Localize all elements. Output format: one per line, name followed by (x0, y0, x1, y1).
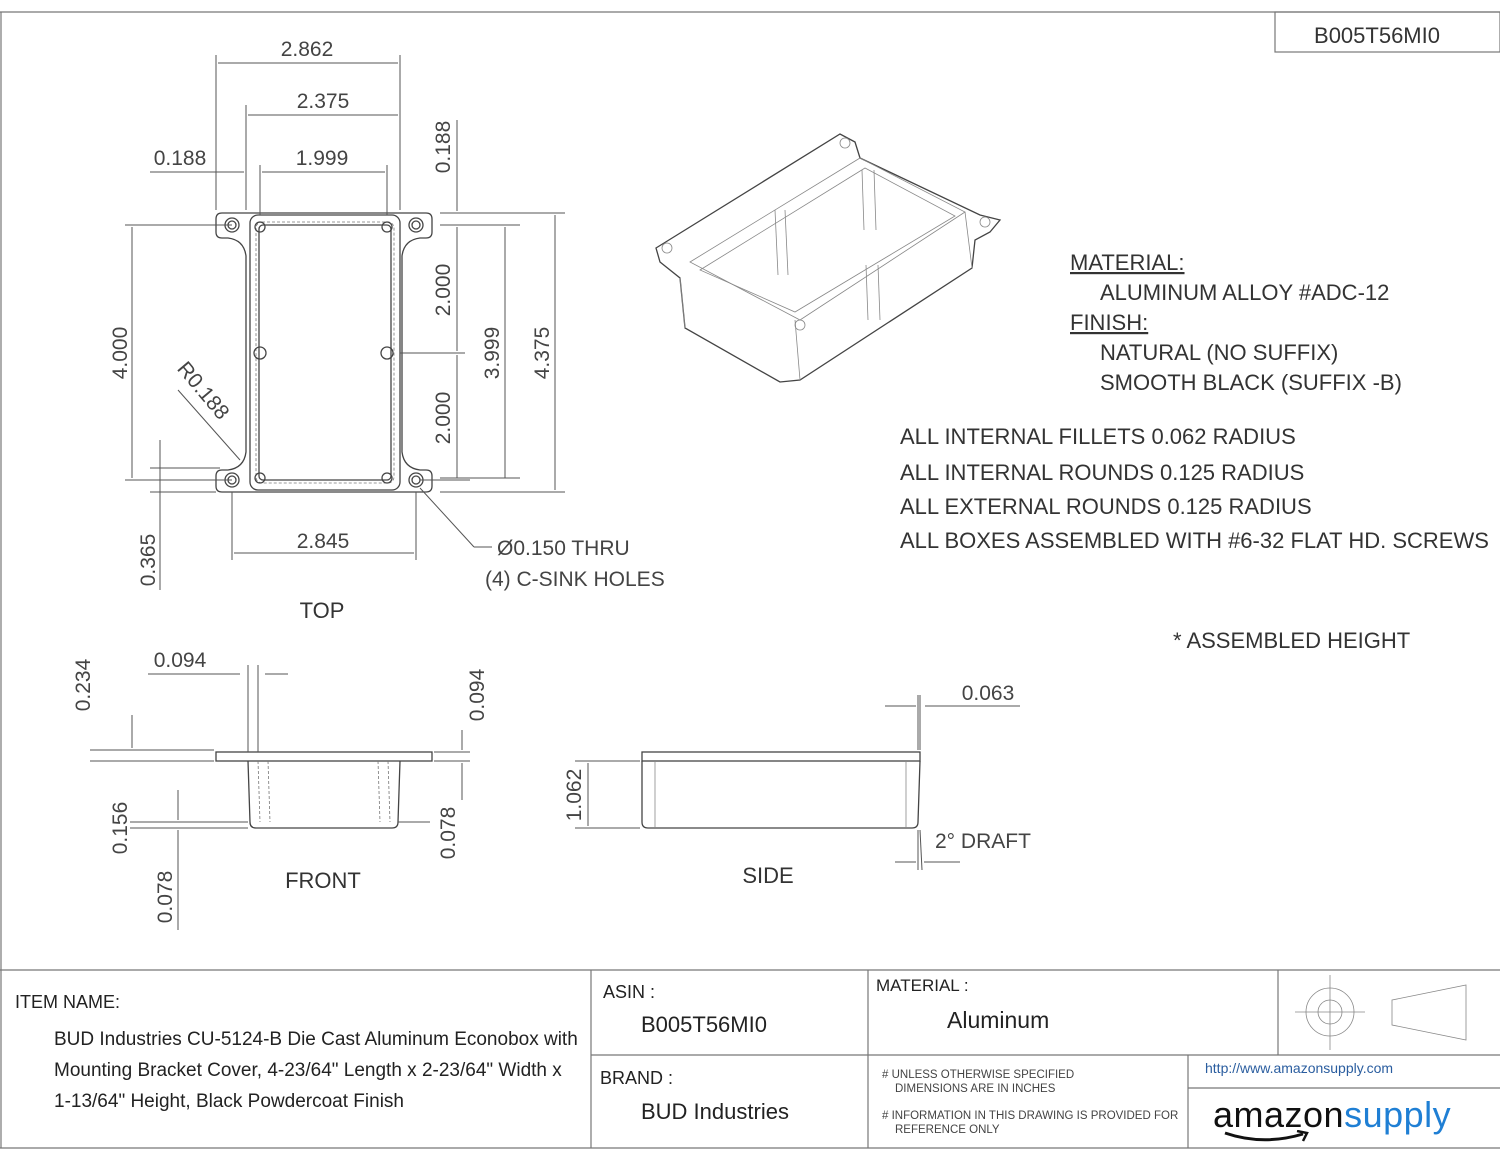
notes: MATERIAL: ALUMINUM ALLOY #ADC-12 FINISH:… (900, 250, 1489, 653)
dim-0063: 0.063 (962, 682, 1015, 705)
dim-2000-upper: 2.000 (432, 264, 455, 317)
dim-3999: 3.999 (481, 327, 504, 380)
draft-label: 2° DRAFT (935, 830, 1031, 853)
note-units-line-2: DIMENSIONS ARE IN INCHES (895, 1083, 1056, 1095)
note-screws: ALL BOXES ASSEMBLED WITH #6-32 FLAT HD. … (900, 528, 1489, 553)
brand-label: BRAND : (600, 1068, 674, 1088)
top-view: 2.862 2.375 0.188 1.999 0.188 4.000 2.00… (109, 38, 665, 623)
note-reference: # INFORMATION IN THIS DRAWING IS PROVIDE… (882, 1109, 1178, 1137)
dim-0365: 0.365 (137, 534, 160, 587)
hole-note-line2: (4) C-SINK HOLES (485, 568, 665, 591)
dim-0234: 0.234 (72, 658, 95, 711)
note-external-rounds: ALL EXTERNAL ROUNDS 0.125 RADIUS (900, 494, 1312, 519)
note-fillets: ALL INTERNAL FILLETS 0.062 RADIUS (900, 424, 1296, 449)
asin-label: ASIN : (603, 982, 656, 1002)
item-name-line-2: Mounting Bracket Cover, 4-23/64" Length … (54, 1060, 562, 1081)
material-label: MATERIAL: (1070, 250, 1185, 275)
top-view-label: TOP (300, 598, 345, 623)
dim-r0188: R0.188 (172, 357, 233, 424)
material-value: ALUMINUM ALLOY #ADC-12 (1100, 280, 1389, 305)
dim-0094-vertical: 0.094 (466, 668, 489, 721)
isometric-view (655, 133, 1002, 383)
note-units-line-1: # UNLESS OTHERWISE SPECIFIED (882, 1069, 1075, 1081)
amazon-smile-icon (1224, 1130, 1309, 1142)
dim-2862: 2.862 (281, 38, 334, 61)
dim-2000-lower: 2.000 (432, 392, 455, 445)
dim-4000: 4.000 (109, 327, 132, 380)
dim-2845: 2.845 (297, 530, 350, 553)
front-view: 0.094 0.234 0.094 0.156 0.078 0.078 FRON… (72, 649, 489, 930)
asin-box-text: B005T56MI0 (1314, 23, 1440, 48)
side-view: 0.063 1.062 2° DRAFT SIDE (563, 682, 1031, 888)
title-block-grid (0, 969, 1500, 1149)
note-reference-line-1: # INFORMATION IN THIS DRAWING IS PROVIDE… (882, 1110, 1179, 1122)
item-name-label: ITEM NAME: (15, 992, 121, 1012)
hole-note-line1: Ø0.150 THRU (497, 537, 630, 560)
front-view-label: FRONT (285, 868, 361, 893)
dim-0188-vertical: 0.188 (432, 121, 455, 174)
finish-value-1: NATURAL (NO SUFFIX) (1100, 340, 1338, 365)
asin-value: B005T56MI0 (641, 1012, 767, 1037)
projection-symbol-icon (1295, 975, 1467, 1050)
dim-0156: 0.156 (109, 802, 132, 855)
note-assembled-height: * ASSEMBLED HEIGHT (1173, 628, 1410, 653)
brand-value: BUD Industries (641, 1099, 789, 1124)
item-name-line-1: BUD Industries CU-5124-B Die Cast Alumin… (54, 1029, 578, 1050)
logo-supply: supply (1344, 1094, 1452, 1135)
dim-1062: 1.062 (563, 769, 586, 822)
side-view-label: SIDE (742, 863, 793, 888)
asin-box (1274, 11, 1500, 53)
amazonsupply-logo: amazonsupply (1213, 1094, 1452, 1142)
material-tb-value: Aluminum (947, 1007, 1050, 1033)
note-reference-line-2: REFERENCE ONLY (895, 1124, 1000, 1136)
dim-0078-left: 0.078 (154, 871, 177, 924)
note-units: # UNLESS OTHERWISE SPECIFIED DIMENSIONS … (882, 1068, 1074, 1096)
amazonsupply-link[interactable]: http://www.amazonsupply.com (1205, 1060, 1394, 1076)
dim-1999: 1.999 (296, 147, 349, 170)
finish-label: FINISH: (1070, 310, 1148, 335)
item-name-line-3: 1-13/64" Height, Black Powdercoat Finish (54, 1091, 404, 1112)
material-tb-label: MATERIAL : (876, 976, 969, 995)
dim-0094-horizontal: 0.094 (154, 649, 207, 672)
dim-0078-right: 0.078 (437, 807, 460, 860)
dim-2375: 2.375 (297, 90, 350, 113)
note-internal-rounds: ALL INTERNAL ROUNDS 0.125 RADIUS (900, 460, 1304, 485)
dim-4375: 4.375 (531, 327, 554, 380)
dim-0188-horizontal: 0.188 (154, 147, 207, 170)
logo-amazon: amazon (1213, 1094, 1345, 1135)
finish-value-2: SMOOTH BLACK (SUFFIX -B) (1100, 370, 1402, 395)
item-name: BUD Industries CU-5124-B Die Cast Alumin… (54, 1024, 578, 1117)
